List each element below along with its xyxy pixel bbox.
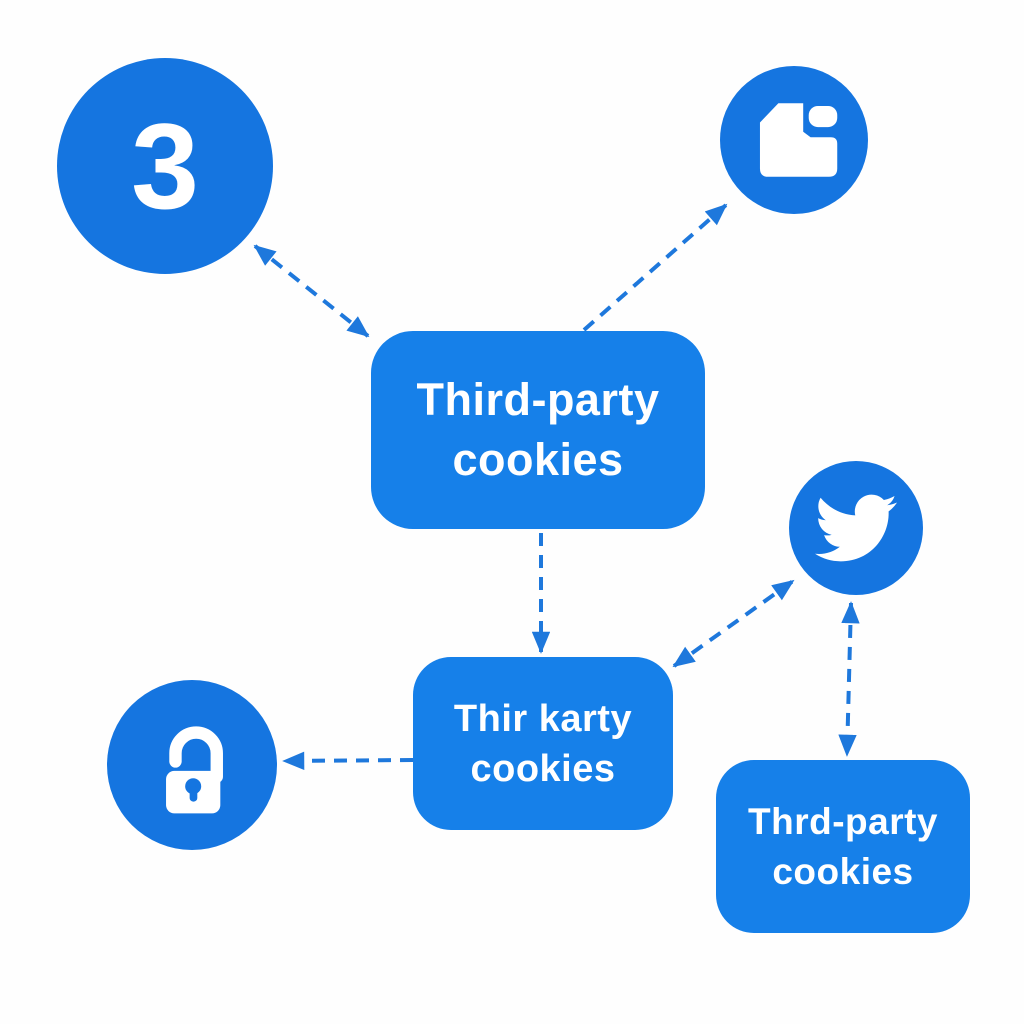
center-box-label-line1: Third-party bbox=[416, 374, 660, 425]
unlock-icon bbox=[166, 726, 223, 814]
bottom-center-box-label-line2: cookies bbox=[470, 747, 616, 790]
twitter-icon bbox=[815, 494, 897, 562]
connector-bottomcenterbox-twittercircle bbox=[672, 579, 795, 668]
bottom-right-box-label-line2: cookies bbox=[772, 850, 914, 892]
document-circle bbox=[720, 66, 868, 214]
step-number: 3 bbox=[131, 98, 199, 234]
bottom-right-box: Thrd-party cookies bbox=[716, 760, 970, 933]
bottom-right-box-label-line1: Thrd-party bbox=[748, 800, 938, 842]
document-icon bbox=[759, 103, 838, 177]
connector-centerbox-stepcircle bbox=[253, 244, 370, 338]
center-box-label-line2: cookies bbox=[452, 434, 624, 485]
bottom-center-box-label-line1: Thir karty bbox=[453, 697, 633, 740]
lock-circle bbox=[107, 680, 277, 850]
connector-centerbox-documentcircle bbox=[582, 203, 728, 332]
step-circle: 3 bbox=[57, 58, 273, 274]
connector-twittercircle-bottomrightbox bbox=[838, 601, 860, 757]
connector-bottomcenterbox-lockcircle bbox=[282, 751, 414, 771]
twitter-circle bbox=[789, 461, 923, 595]
center-box: Third-party cookies bbox=[371, 331, 705, 529]
bottom-center-box: Thir karty cookies bbox=[413, 657, 673, 830]
